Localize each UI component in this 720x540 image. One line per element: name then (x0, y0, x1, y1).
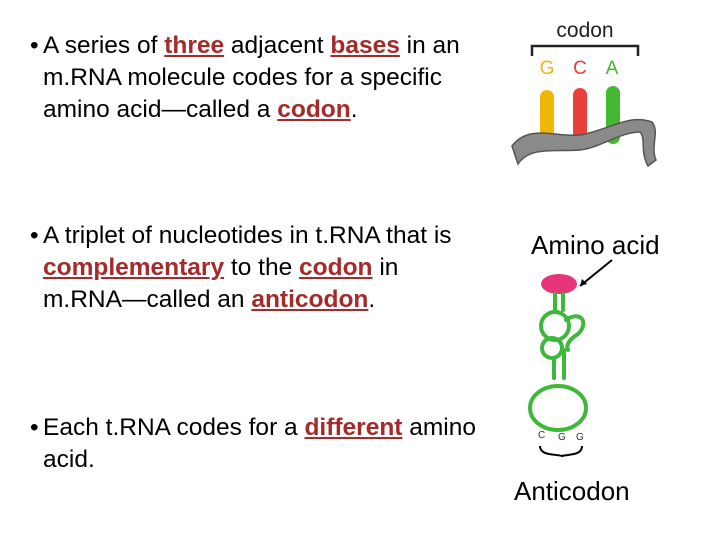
bullet-trna: • Each t.RNA codes for a different amino… (30, 412, 480, 476)
bullet-anticodon: • A triplet of nucleotides in t.RNA that… (30, 220, 480, 316)
text-run: . (350, 96, 358, 123)
text-run: Each t.RNA codes for a (43, 414, 305, 441)
anticodon-brace (539, 445, 583, 458)
anticodon-label: Anticodon (514, 476, 630, 506)
text-run: A triplet of nucleotides in t.RNA that i… (43, 222, 452, 249)
codon-label: codon (556, 19, 613, 42)
anticodon-base-3: G (576, 432, 584, 443)
highlight-term: codon (299, 254, 373, 281)
base-g-letter: G (540, 58, 555, 79)
bullet-dot-icon: • (30, 414, 39, 441)
text-run: in an m.RNA molecule codes for a specifi… (43, 32, 460, 123)
text-run: adjacent (224, 32, 331, 59)
text-run: amino acid. (43, 414, 477, 473)
text-run: . (368, 286, 376, 313)
codon-bracket (530, 44, 640, 56)
amino-acid-label: Amino acid (531, 230, 660, 260)
base-c-letter: C (573, 58, 587, 79)
bullet-dot-icon: • (30, 222, 39, 249)
text-run: A series of (43, 32, 165, 59)
pointer-arrow-icon (580, 279, 587, 286)
highlight-term: codon (277, 96, 351, 123)
base-c-bar (573, 88, 587, 146)
highlight-term: bases (330, 32, 400, 59)
bullet-text: A triplet of nucleotides in t.RNA that i… (30, 220, 480, 316)
highlight-term: different (304, 414, 403, 441)
bullet-text: A series of three adjacent bases in an m… (30, 30, 480, 126)
base-a-letter: A (606, 58, 619, 79)
bullet-dot-icon: • (30, 32, 39, 59)
text-run: in m.RNA—called an (43, 254, 399, 313)
bullet-text: Each t.RNA codes for a different amino a… (30, 412, 480, 476)
codon-diagram: codon G C A (511, 19, 657, 168)
highlight-term: anticodon (251, 286, 369, 313)
trna-diagram: C G G (528, 259, 613, 458)
mrna-strand (511, 118, 657, 168)
bullet-codon: • A series of three adjacent bases in an… (30, 30, 480, 126)
amino-acid-blob (541, 274, 577, 294)
trna-structure (528, 292, 588, 432)
anticodon-base-2: G (558, 432, 566, 443)
text-run: to the (224, 254, 300, 281)
pointer-line (579, 259, 613, 287)
anticodon-base-1: C (538, 430, 545, 441)
highlight-term: complementary (43, 254, 225, 281)
highlight-term: three (164, 32, 225, 59)
